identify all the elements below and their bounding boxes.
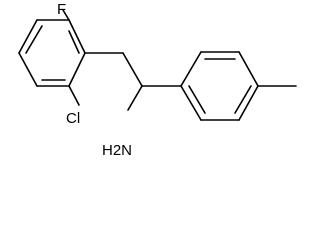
bond-ring-left-2 (68, 19, 86, 54)
bond-ring-left-6 (18, 19, 38, 54)
bond-ch-n (127, 85, 143, 111)
bond-c-f (62, 9, 70, 21)
double-bond-left-c (68, 30, 80, 54)
double-bond-right-c (188, 85, 206, 114)
double-bond-left-a (25, 25, 43, 54)
chlorine-label: Cl (66, 110, 80, 127)
molecule-structure: F Cl H2N (18, 1, 297, 158)
structure-canvas: F Cl H2N (18, 1, 297, 158)
bond-c-cl (68, 85, 80, 106)
bond-ring-left-3 (68, 52, 86, 87)
bond-ring-right-3 (238, 51, 259, 87)
double-bond-right-b (234, 85, 252, 114)
bond-ring-right-4 (238, 85, 259, 121)
bond-ring-left-5 (18, 52, 38, 87)
right-ring (180, 51, 259, 121)
fluorine-label: F (57, 1, 66, 18)
bond-ring-right-6 (180, 85, 202, 121)
amine-label: H2N (102, 142, 132, 158)
left-ring (18, 19, 86, 87)
bond-ring-right-1 (180, 51, 202, 87)
bond-ch2-ch (122, 52, 143, 87)
